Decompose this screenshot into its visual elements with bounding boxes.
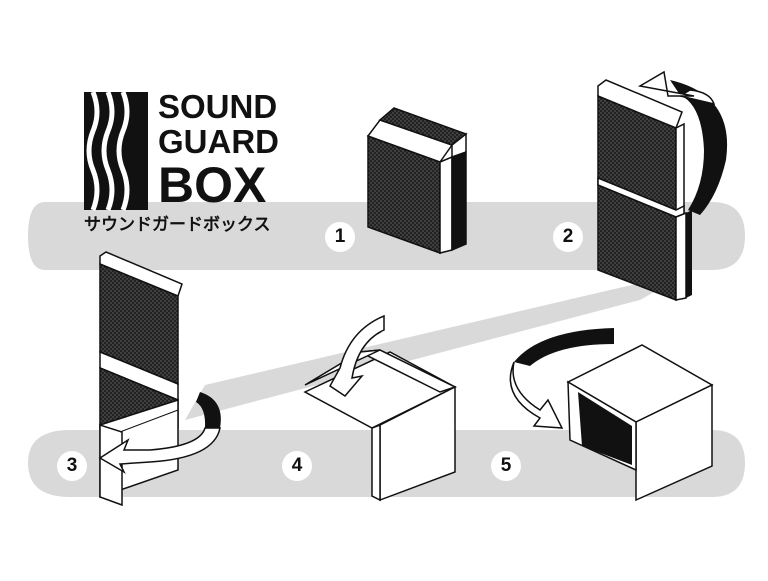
step-number-1: 1 <box>325 222 355 252</box>
logo-line2: GUARD <box>158 123 279 160</box>
step5-box <box>566 344 714 502</box>
step-number-2: 2 <box>553 222 583 252</box>
step-number-3: 3 <box>57 451 87 481</box>
logo-mark <box>84 91 148 211</box>
step2-arrow <box>637 70 728 215</box>
logo-katakana: サウンドガードボックス <box>84 215 271 234</box>
top-band <box>28 202 745 270</box>
step3-arrow <box>98 392 221 474</box>
step2-panels <box>597 79 692 302</box>
step3-assembly <box>99 251 183 507</box>
logo-line3: BOX <box>158 157 267 213</box>
step-number-4: 4 <box>282 451 312 481</box>
connector-band <box>185 272 690 420</box>
logo-line1: SOUND <box>158 88 278 125</box>
step4-box <box>303 349 457 502</box>
step-number-5: 5 <box>491 451 521 481</box>
step1-panel <box>366 107 468 255</box>
step4-arrow <box>329 314 385 397</box>
step5-arrow <box>509 328 614 429</box>
